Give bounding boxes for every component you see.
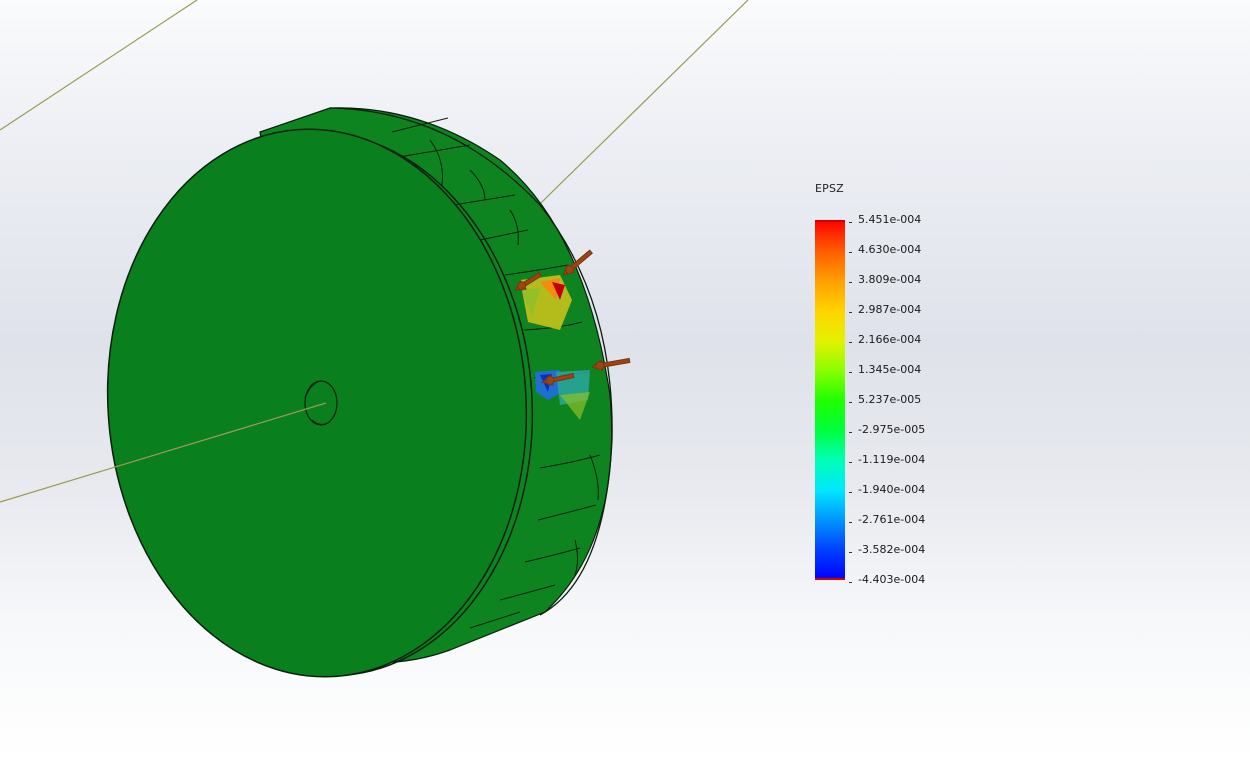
legend-tick-mark	[849, 582, 852, 583]
legend-min-edge	[815, 578, 845, 580]
legend-tick-mark	[849, 462, 852, 463]
legend-tick-label: 2.166e-004	[858, 333, 922, 346]
legend-tick-label: -4.403e-004	[858, 573, 926, 586]
rim-outer-edge	[329, 107, 613, 616]
impeller-front-face[interactable]	[89, 115, 544, 691]
legend-tick-mark	[849, 492, 852, 493]
legend-max-edge	[815, 220, 845, 222]
reference-axis-line	[0, 0, 198, 131]
force-arrow-icon[interactable]	[590, 356, 631, 372]
result-legend[interactable]: EPSZ 5.451e-004 4.630e-004 3.809e-004 2.987…	[815, 182, 1015, 592]
legend-tick-label: 4.630e-004	[858, 243, 922, 256]
legend-tick-label: -1.119e-004	[858, 453, 926, 466]
legend-tick-label: -2.761e-004	[858, 513, 926, 526]
legend-tick-label: 5.237e-005	[858, 393, 922, 406]
legend-tick-label: 3.809e-004	[858, 273, 922, 286]
legend-tick-mark	[849, 282, 852, 283]
legend-tick-mark	[849, 522, 852, 523]
impeller-model[interactable]	[0, 107, 613, 691]
legend-tick-mark	[849, 312, 852, 313]
legend-tick-label: 1.345e-004	[858, 363, 922, 376]
legend-tick-mark	[849, 552, 852, 553]
legend-tick-mark	[849, 222, 852, 223]
legend-tick-label: 2.987e-004	[858, 303, 922, 316]
force-arrow-icon[interactable]	[541, 371, 575, 387]
legend-title: EPSZ	[815, 182, 844, 195]
reference-axis-line	[0, 402, 327, 503]
legend-tick-label: -3.582e-004	[858, 543, 926, 556]
legend-tick-mark	[849, 432, 852, 433]
legend-tick-mark	[849, 342, 852, 343]
legend-tick-mark	[849, 252, 852, 253]
legend-tick-label: 5.451e-004	[858, 213, 922, 226]
legend-tick-mark	[849, 402, 852, 403]
force-arrow-icon[interactable]	[560, 248, 594, 279]
legend-tick-label: -1.940e-004	[858, 483, 926, 496]
legend-tick-mark	[849, 372, 852, 373]
legend-color-bar	[815, 220, 845, 580]
force-arrow-icon[interactable]	[512, 270, 543, 294]
legend-tick-label: -2.975e-005	[858, 423, 926, 436]
hub-icon	[304, 380, 338, 426]
